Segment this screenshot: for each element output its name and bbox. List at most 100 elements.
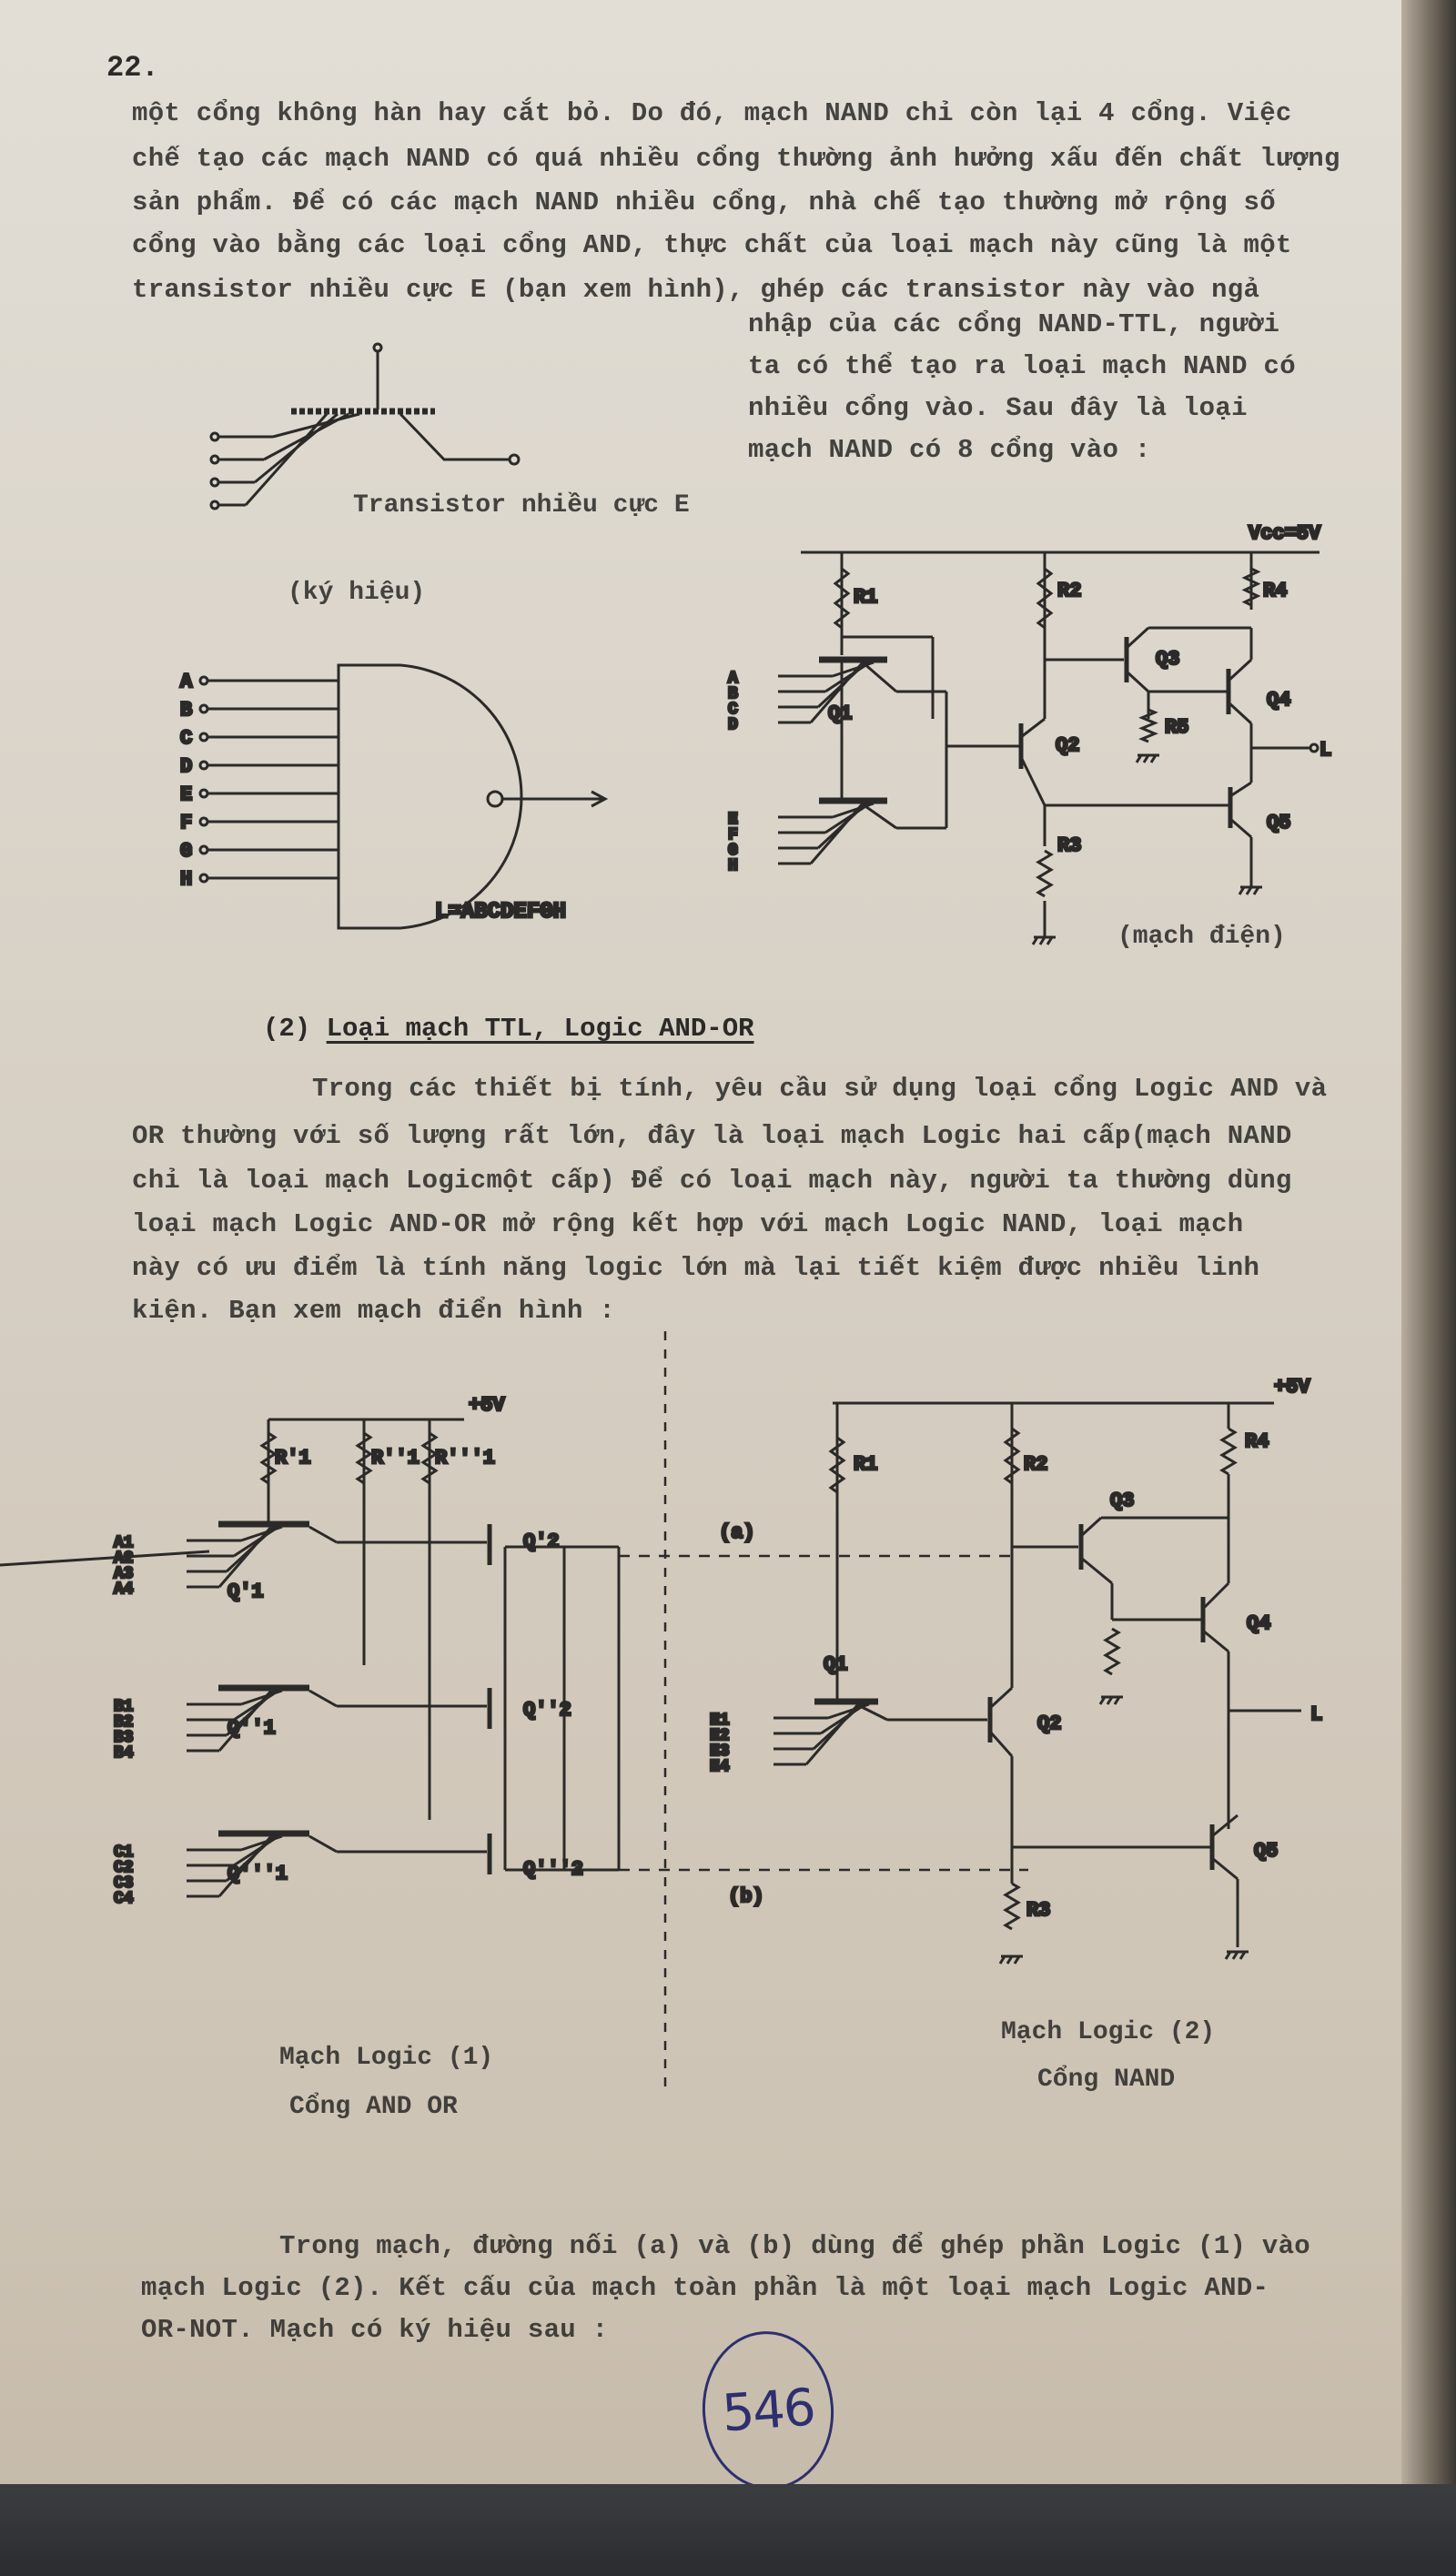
- text-line: nhiều cổng vào. Sau đây là loại: [748, 393, 1248, 423]
- label-r5: R5: [1165, 716, 1188, 739]
- label-q2c: Q'''2: [523, 1858, 583, 1881]
- label-q5: Q5: [1267, 812, 1290, 834]
- label2-r2: R2: [1024, 1453, 1047, 1476]
- page-number: 22.: [106, 51, 159, 85]
- label2-q3: Q3: [1110, 1490, 1134, 1512]
- resistor2-r4: [1219, 1427, 1238, 1476]
- logic-1-and-or-circuit: +5V R'1 R''1 R'''1 Q'1 Q''1 Q'''1 Q'2 Q'…: [0, 1393, 621, 1887]
- nand-output-label: L=ABCDEFGH: [435, 900, 566, 924]
- nand-input-label: H: [180, 868, 192, 891]
- page-edge-bottom: [0, 2484, 1456, 2576]
- label-r3: R3: [1057, 834, 1081, 857]
- symbol-caption: (ký hiệu): [288, 579, 426, 607]
- text-line: ta có thể tạo ra loại mạch NAND có: [748, 351, 1296, 381]
- nand-input-label: E: [180, 783, 192, 806]
- label-q2b: Q''2: [523, 1699, 571, 1722]
- vcc-label: Vcc=5V: [1249, 522, 1321, 545]
- label-r1a: R'1: [275, 1447, 311, 1470]
- transistor-caption: Transistor nhiều cực E: [353, 491, 690, 520]
- input-label: C: [728, 701, 738, 719]
- resistor-r2: [1036, 567, 1054, 630]
- nand-input-label: C: [180, 727, 192, 750]
- label-q2: Q2: [1056, 734, 1079, 757]
- input-label: F: [728, 826, 738, 844]
- resistor-r1: [833, 567, 851, 630]
- nand-input-label: B: [180, 699, 192, 722]
- label-q2a: Q'2: [523, 1530, 560, 1553]
- ground-icon: [998, 1955, 1023, 1965]
- text-line: mạch NAND có 8 cổng vào :: [748, 435, 1151, 465]
- input-label: A: [728, 670, 738, 688]
- text-line: Trong mạch, đường nối (a) và (b) dùng để…: [279, 2231, 1310, 2261]
- vcc-label-1: +5V: [469, 1394, 505, 1417]
- nand-input-label: D: [180, 755, 192, 778]
- label-q1a: Q'1: [228, 1581, 264, 1603]
- text-line: cổng vào bằng các loại cổng AND, thực ch…: [132, 230, 1292, 260]
- label2-q5: Q5: [1254, 1840, 1278, 1863]
- text-line: OR-NOT. Mạch có ký hiệu sau :: [141, 2315, 609, 2345]
- input-label: G: [728, 842, 738, 860]
- page-edge-right: [1401, 0, 1456, 2576]
- text-line: transistor nhiều cực E (bạn xem hình), g…: [132, 275, 1260, 305]
- label2-q4: Q4: [1247, 1612, 1270, 1635]
- text-line: loại mạch Logic AND-OR mở rộng kết hợp v…: [132, 1209, 1244, 1239]
- label-r2: R2: [1057, 580, 1081, 602]
- nand-8-input-circuit: Vcc=5V R1 R2 R4 Q1 Q2 Q3 Q4 R5 Q5: [801, 521, 1333, 937]
- text-line: mạch Logic (2). Kết cấu của mạch toàn ph…: [141, 2273, 1269, 2303]
- resistor2-r5: [1103, 1627, 1121, 1676]
- text-line: sản phẩm. Để có các mạch NAND nhiều cổng…: [132, 187, 1276, 217]
- ground-icon: [1031, 935, 1056, 945]
- vcc-label-2: +5V: [1274, 1376, 1310, 1399]
- text-line: chế tạo các mạch NAND có quá nhiều cổng …: [132, 144, 1340, 174]
- resistor-r1a: [259, 1431, 278, 1485]
- multi-emitter-transistor-figure: [209, 342, 521, 510]
- nand-input-label: A: [180, 671, 193, 693]
- label2-r1: R1: [854, 1453, 877, 1476]
- label2-r4: R4: [1245, 1430, 1269, 1453]
- input-label: A2: [114, 1550, 134, 1568]
- input-label: E4: [710, 1758, 730, 1776]
- label-r4: R4: [1263, 580, 1287, 602]
- resistor-r3: [1036, 849, 1054, 898]
- resistor2-r3: [1003, 1882, 1021, 1931]
- input-label: C2: [114, 1859, 134, 1877]
- text-line: kiện. Bạn xem mạch điển hình :: [132, 1296, 616, 1326]
- nand-input-label: F: [180, 812, 192, 834]
- input-label: B4: [114, 1744, 134, 1763]
- input-label: B3: [114, 1729, 134, 1747]
- label-r1: R1: [854, 586, 877, 609]
- logic2-caption-1: Mạch Logic (2): [1001, 2018, 1216, 2046]
- resistor2-r2: [1003, 1427, 1021, 1485]
- label2-r3: R3: [1026, 1899, 1050, 1922]
- label-r1b: R''1: [371, 1447, 420, 1470]
- logic2-caption-2: Cổng NAND: [1037, 2066, 1176, 2094]
- input-label: D: [728, 716, 738, 734]
- label-l: L: [1320, 739, 1331, 762]
- input-label: B1: [114, 1698, 134, 1716]
- label2-q1: Q1: [824, 1653, 847, 1676]
- ground-icon: [1098, 1695, 1123, 1705]
- nand-input-label: G: [180, 840, 192, 863]
- section-heading: (2) Loại mạch TTL, Logic AND-OR: [263, 1014, 754, 1044]
- input-label: E3: [710, 1743, 730, 1761]
- input-label: E2: [710, 1727, 730, 1745]
- label2-q2: Q2: [1037, 1712, 1061, 1735]
- input-label: A1: [114, 1534, 134, 1552]
- logic-2-nand-circuit: +5V (a) (b) R1 R2 R4 Q3 Q1 Q2 Q4 L Q5 R3: [619, 1375, 1324, 1947]
- input-label: B: [728, 685, 738, 703]
- resistor-r1b: [355, 1431, 373, 1485]
- label-q1c: Q'''1: [228, 1863, 288, 1885]
- label-q4: Q4: [1267, 689, 1290, 712]
- logic1-caption-1: Mạch Logic (1): [279, 2044, 494, 2072]
- section-title: Loại mạch TTL, Logic AND-OR: [326, 1014, 754, 1044]
- resistor-r1c: [420, 1431, 439, 1485]
- input-label: A3: [114, 1565, 134, 1583]
- input-label: E1: [710, 1712, 730, 1730]
- link-b-label: (b): [728, 1885, 764, 1908]
- label-q3: Q3: [1156, 648, 1179, 671]
- ground-icon: [1224, 1950, 1249, 1960]
- ground-icon: [1238, 885, 1262, 895]
- nand-gate-symbol: ABCDEFGH L=ABCDEFGH: [179, 663, 609, 930]
- label-r1c: R'''1: [435, 1447, 495, 1470]
